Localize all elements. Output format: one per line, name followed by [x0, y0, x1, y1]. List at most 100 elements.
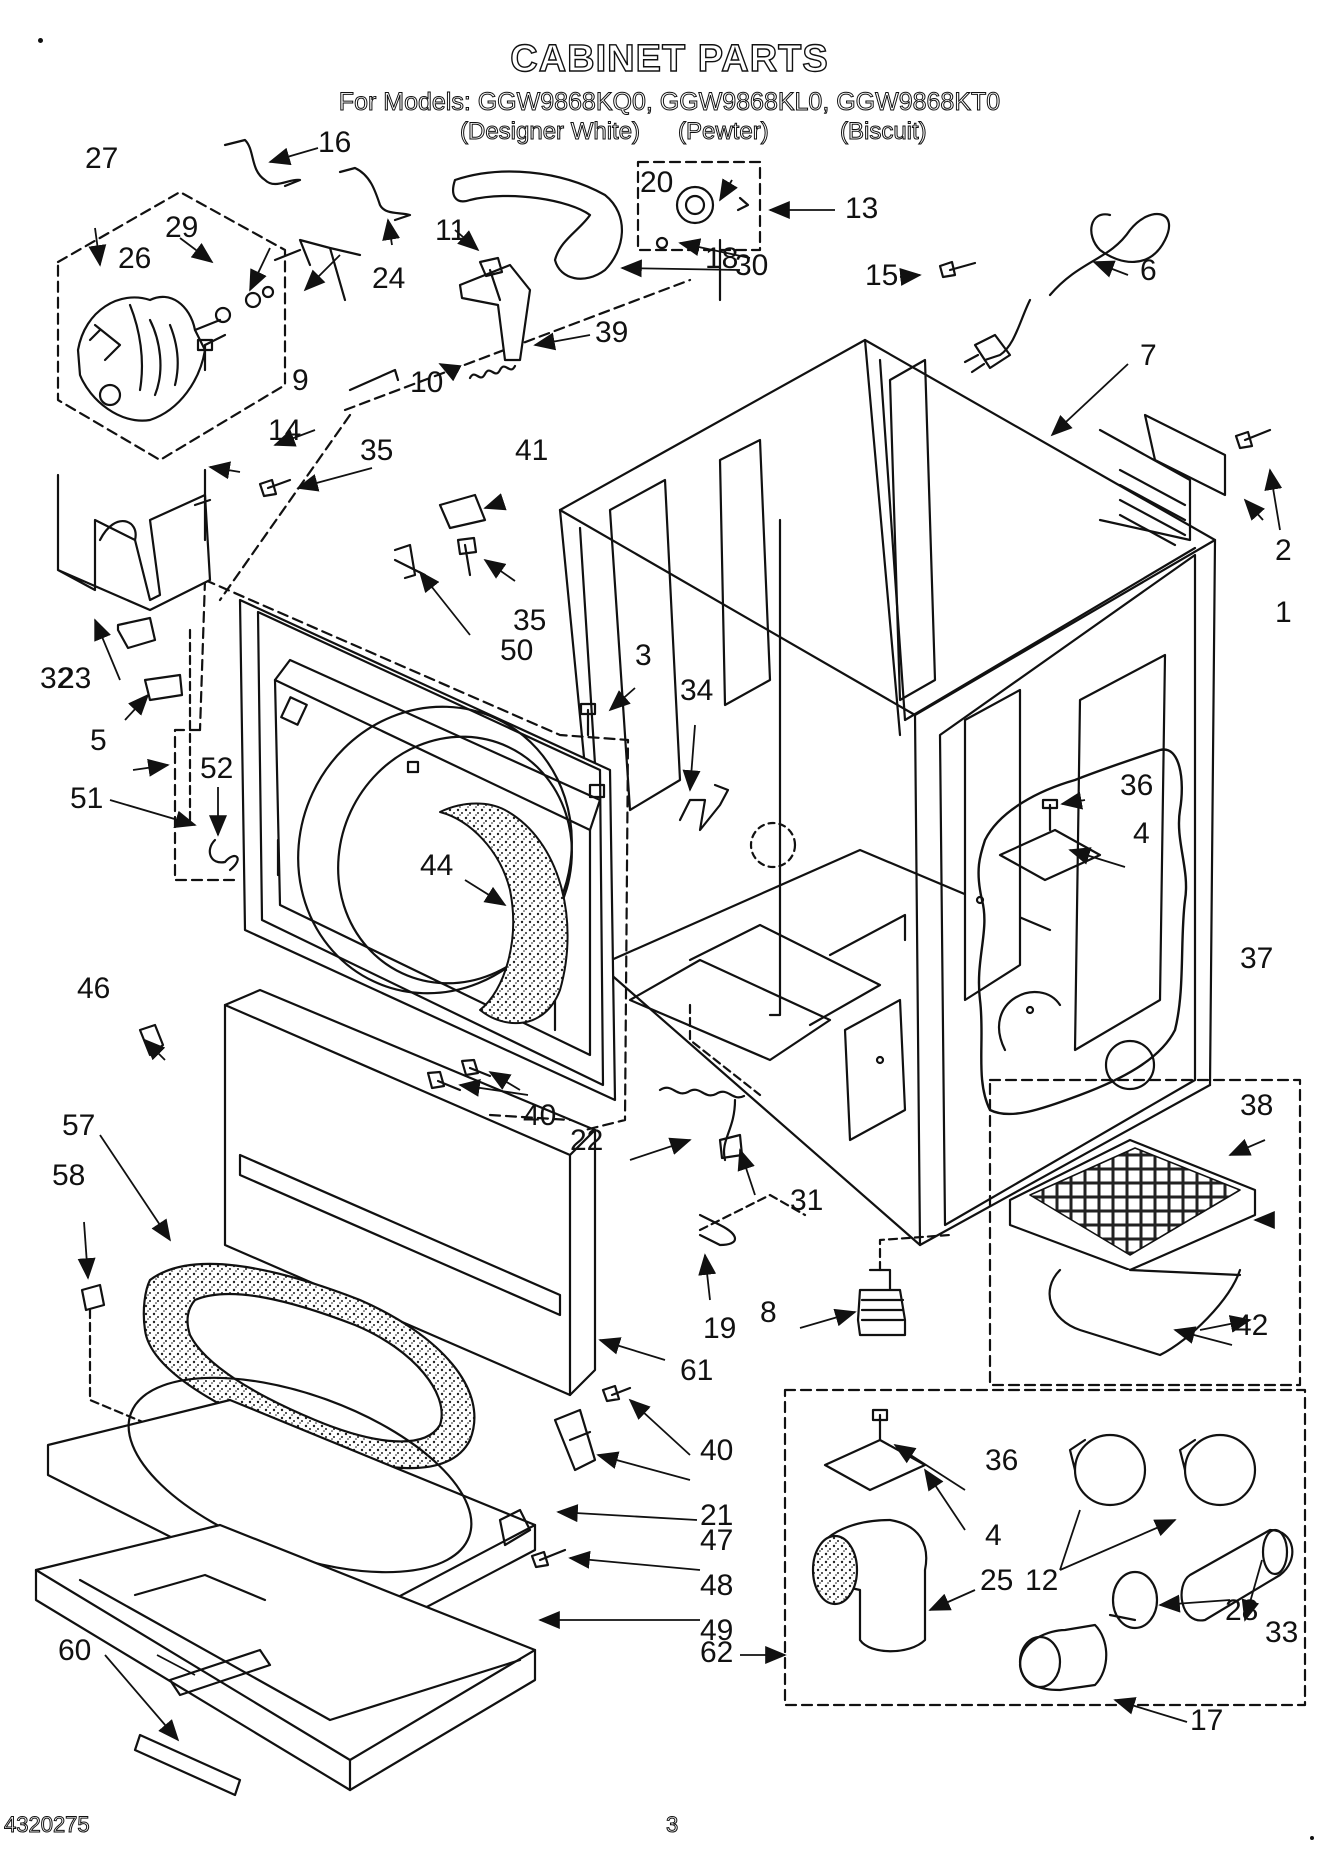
callout-24: 24 — [372, 262, 405, 295]
finish-designer-white: (Designer White) — [459, 118, 641, 146]
clip — [208, 838, 239, 872]
screw — [196, 338, 214, 372]
switch — [116, 616, 157, 650]
page-number: 3 — [665, 1812, 679, 1838]
callout-25: 25 — [980, 1564, 1013, 1597]
screw — [1234, 428, 1272, 450]
callout-30: 30 — [735, 249, 768, 282]
callout-44: 44 — [420, 849, 453, 882]
leveling-leg — [856, 1268, 907, 1337]
screw — [579, 702, 597, 737]
callout-46: 46 — [77, 972, 110, 1005]
callout-60: 60 — [58, 1634, 91, 1667]
callout-28: 28 — [1225, 1594, 1258, 1627]
spring — [658, 1086, 746, 1162]
idler-spring — [468, 364, 517, 380]
callout-47: 47 — [700, 1524, 733, 1557]
drive-belt — [452, 170, 623, 280]
door — [34, 1376, 537, 1792]
door-latch — [498, 1508, 532, 1547]
callout-21: 21 — [700, 1499, 733, 1532]
callout-62: 62 — [700, 1636, 733, 1669]
screw — [1041, 798, 1059, 832]
callout-6: 6 — [1140, 254, 1157, 287]
callout-40: 40 — [700, 1434, 733, 1467]
callout-39: 39 — [595, 316, 628, 349]
clip — [698, 1213, 737, 1247]
callout-19: 19 — [703, 1312, 736, 1345]
screw — [871, 1408, 889, 1442]
motor-mount-bracket — [56, 473, 212, 612]
callout-5: 5 — [90, 724, 107, 757]
callout-35: 35 — [513, 604, 546, 637]
cover-plate — [998, 828, 1102, 882]
callout-18: 18 — [705, 242, 738, 275]
screw — [938, 260, 977, 279]
mount-line — [348, 368, 400, 392]
document-number: 4320275 — [4, 1812, 91, 1838]
callout-48: 48 — [700, 1569, 733, 1602]
screw — [601, 1384, 632, 1403]
callout-49: 49 — [700, 1614, 733, 1647]
callout-27: 27 — [85, 142, 118, 175]
motor-assembly-box — [56, 190, 287, 462]
idler-bracket — [458, 263, 532, 362]
door-switch — [438, 493, 487, 530]
callout-20: 20 — [640, 166, 673, 199]
callout-4: 4 — [985, 1519, 1002, 1552]
callout-17: 17 — [1190, 1704, 1223, 1737]
washer — [214, 306, 232, 324]
callout-41: 41 — [515, 434, 548, 467]
callout-36: 36 — [1120, 769, 1153, 802]
finish-biscuit: (Biscuit) — [840, 118, 928, 146]
callout-12: 12 — [1025, 1564, 1058, 1597]
callout-16: 16 — [318, 126, 351, 159]
screw — [426, 1058, 492, 1092]
roller-kit-box — [636, 160, 762, 252]
idler-pulley — [478, 256, 504, 302]
rubber-foot — [80, 1283, 106, 1312]
exhaust-hood — [1073, 1433, 1147, 1507]
wire-harness — [223, 138, 302, 188]
callout-32: 32 — [40, 662, 73, 695]
model-list: For Models: GGW9868KQ0, GGW9868KL0, GGW9… — [338, 88, 1001, 117]
exhaust-duct — [1180, 1528, 1294, 1622]
retainer-ring — [736, 196, 750, 212]
callout-26: 26 — [118, 242, 151, 275]
cabinet — [558, 338, 1217, 1247]
callout-22: 22 — [570, 1124, 603, 1157]
finish-pewter: (Pewter) — [678, 118, 770, 146]
clip — [138, 1023, 165, 1057]
scan-dot — [1310, 1836, 1314, 1840]
screw — [456, 536, 478, 577]
screw — [530, 1548, 567, 1569]
exhaust-kit-box — [783, 1388, 1307, 1707]
callout-23: 23 — [58, 662, 91, 695]
callout-29: 29 — [165, 211, 198, 244]
washer — [261, 285, 275, 299]
roller-washer — [655, 236, 669, 250]
switch — [143, 673, 184, 702]
callout-35: 35 — [360, 434, 393, 467]
washer — [244, 291, 262, 309]
door-handle — [133, 1733, 242, 1797]
callout-38: 38 — [1240, 1089, 1273, 1122]
scan-dot — [38, 38, 43, 43]
door-hinge — [553, 1408, 597, 1472]
motor-mount-cradle — [98, 520, 137, 542]
callout-31: 31 — [790, 1184, 823, 1217]
bracket — [678, 783, 730, 832]
callout-40: 40 — [523, 1099, 556, 1132]
callout-34: 34 — [680, 674, 713, 707]
callout-4: 4 — [1133, 817, 1150, 850]
exhaust-hood — [1183, 1433, 1257, 1507]
cover-plate — [823, 1438, 927, 1492]
callout-8: 8 — [760, 1296, 777, 1329]
lint-screen — [1029, 1147, 1241, 1256]
finish-list: (Designer White) (Pewter) (Biscuit) — [0, 118, 1339, 148]
lint-filter-housing — [1048, 1268, 1242, 1357]
door-seal — [439, 802, 569, 1024]
callout-2: 2 — [1275, 534, 1292, 567]
